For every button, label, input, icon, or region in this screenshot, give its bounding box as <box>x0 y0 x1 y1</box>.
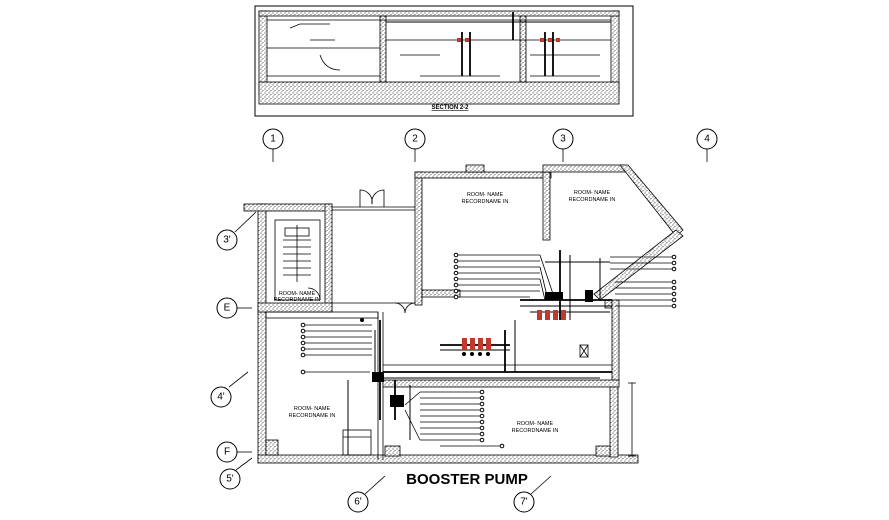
section-2-2-view: SECTION 2-2 <box>254 5 634 117</box>
svg-text:F: F <box>224 447 230 458</box>
svg-text:RECORDNAME IN: RECORDNAME IN <box>462 199 509 205</box>
grid-bubble-f: F <box>216 441 252 463</box>
grid-bubble-3: 3 <box>552 128 574 162</box>
booster-pump-piping <box>300 250 677 455</box>
grid-bubble-4: 4 <box>696 128 718 162</box>
tags-right <box>610 254 677 309</box>
svg-text:ROOM- NAME: ROOM- NAME <box>279 291 316 297</box>
svg-text:5': 5' <box>226 474 234 485</box>
svg-text:ROOM- NAME: ROOM- NAME <box>517 421 554 427</box>
tags-upper <box>453 252 556 301</box>
grid-bubble-2: 2 <box>404 128 426 162</box>
svg-text:RECORDNAME IN: RECORDNAME IN <box>569 197 616 203</box>
svg-text:ROOM- NAME: ROOM- NAME <box>294 406 331 412</box>
svg-text:RECORDNAME IN: RECORDNAME IN <box>274 297 321 303</box>
grid-bubble-e: E <box>216 297 252 319</box>
svg-text:6': 6' <box>354 497 362 508</box>
grid-bubble-5-prime: 5' <box>219 457 253 490</box>
svg-text:4': 4' <box>217 392 225 403</box>
grid-bubble-7-prime: 7' <box>513 475 552 513</box>
tags-lower <box>404 389 505 449</box>
section-title: SECTION 2-2 <box>431 105 469 111</box>
svg-text:3: 3 <box>560 134 566 145</box>
svg-text:ROOM- NAME: ROOM- NAME <box>467 192 504 198</box>
svg-text:1: 1 <box>270 134 276 145</box>
svg-text:7': 7' <box>520 497 528 508</box>
tags-left <box>300 322 372 375</box>
grid-bubble-6-prime: 6' <box>347 475 386 513</box>
svg-text:3': 3' <box>223 235 231 246</box>
floor-plan: ROOM- NAME RECORDNAME IN ROOM- NAME RECO… <box>243 164 684 464</box>
drawing-title: BOOSTER PUMP <box>406 471 528 488</box>
svg-text:4: 4 <box>704 134 710 145</box>
pump-cluster-middle <box>462 338 491 356</box>
svg-text:ROOM- NAME: ROOM- NAME <box>574 190 611 196</box>
grid-bubble-4-prime: 4' <box>210 371 249 408</box>
svg-text:RECORDNAME IN: RECORDNAME IN <box>289 413 336 419</box>
pump-cluster-upper <box>537 290 593 320</box>
grid-bubble-1: 1 <box>262 128 284 162</box>
svg-text:2: 2 <box>412 134 418 145</box>
svg-text:E: E <box>224 303 231 314</box>
grid-bubble-3-prime: 3' <box>216 211 257 251</box>
svg-text:RECORDNAME IN: RECORDNAME IN <box>512 428 559 434</box>
